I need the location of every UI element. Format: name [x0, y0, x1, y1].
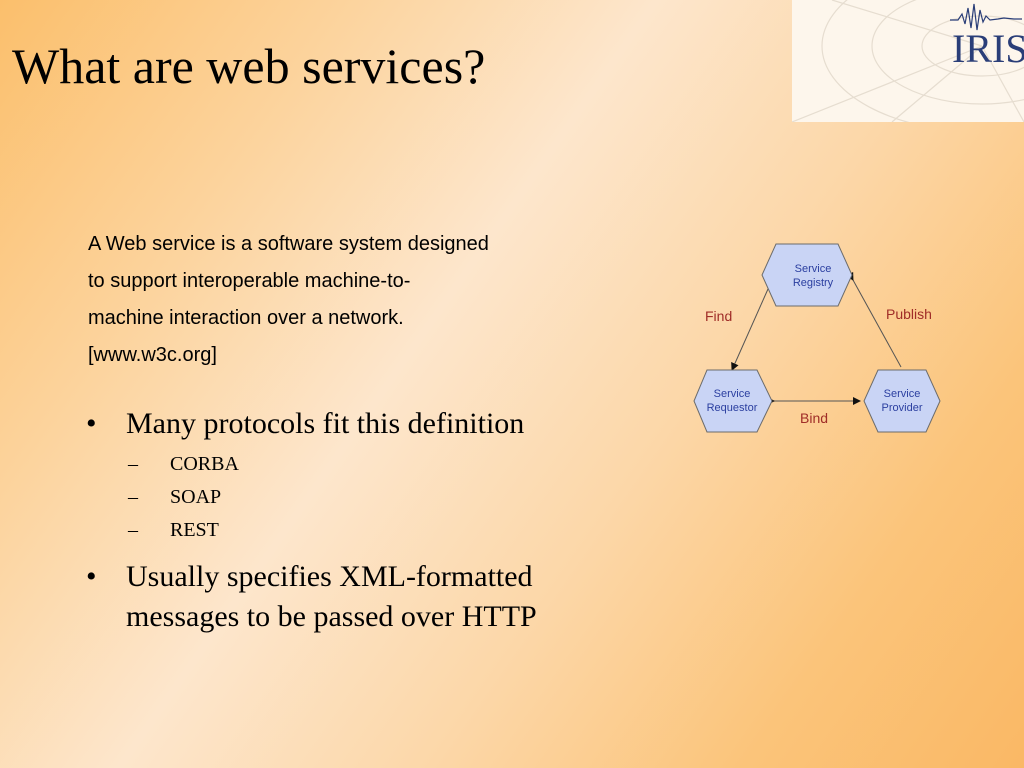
sub-bullet-text: CORBA: [170, 453, 239, 475]
definition-line: machine interaction over a network.: [88, 307, 404, 329]
bind-label: Bind: [800, 410, 828, 426]
logo-text: IRIS: [952, 26, 1024, 71]
bullet-dot: •: [86, 560, 97, 593]
sub-bullet-item: – REST: [86, 514, 646, 547]
bullet-text: Usually specifies XML-formatted: [126, 560, 533, 593]
sub-bullet-text: REST: [170, 519, 219, 541]
service-requestor-node: Service Requestor: [693, 369, 773, 433]
publish-edge: [846, 271, 902, 368]
sub-bullet-dash: –: [128, 486, 138, 508]
service-registry-node: Service Registry: [761, 243, 853, 307]
find-edge: [731, 271, 779, 371]
definition-line: A Web service is a software system desig…: [88, 233, 489, 255]
provider-label-line2: Provider: [882, 402, 923, 414]
definition-line: to support interoperable machine-to-: [88, 270, 411, 292]
bullet-dot: •: [86, 407, 97, 440]
logo-graphic: IRIS: [792, 0, 1024, 122]
bullet-item: • Usually specifies XML-formatted messag…: [86, 557, 646, 637]
definition-source: [www.w3c.org]: [88, 344, 217, 366]
sub-bullet-item: – CORBA: [86, 448, 646, 481]
requestor-label-line2: Requestor: [707, 402, 758, 414]
sub-bullet-list: – CORBA – SOAP – REST: [86, 448, 646, 547]
bullet-list: • Many protocols fit this definition – C…: [86, 404, 646, 637]
slide-title: What are web services?: [12, 38, 486, 94]
requestor-label-line1: Service: [714, 388, 751, 400]
bullet-text: messages to be passed over HTTP: [126, 600, 537, 633]
web-services-diagram: Service Registry Service Requestor Servi…: [693, 243, 941, 433]
find-label: Find: [705, 308, 732, 324]
sub-bullet-dash: –: [128, 519, 138, 541]
definition-quote: A Web service is a software system desig…: [88, 226, 628, 374]
bullet-item: • Many protocols fit this definition: [86, 404, 646, 444]
bullet-text: Many protocols fit this definition: [126, 407, 525, 440]
iris-logo: IRIS: [792, 0, 1024, 122]
service-provider-node: Service Provider: [863, 369, 941, 433]
sub-bullet-text: SOAP: [170, 486, 222, 508]
provider-label-line1: Service: [884, 388, 921, 400]
sub-bullet-item: – SOAP: [86, 481, 646, 514]
publish-label: Publish: [886, 306, 932, 322]
sub-bullet-dash: –: [128, 453, 138, 475]
registry-label-line2: Registry: [793, 277, 834, 289]
registry-label-line1: Service: [795, 263, 832, 275]
